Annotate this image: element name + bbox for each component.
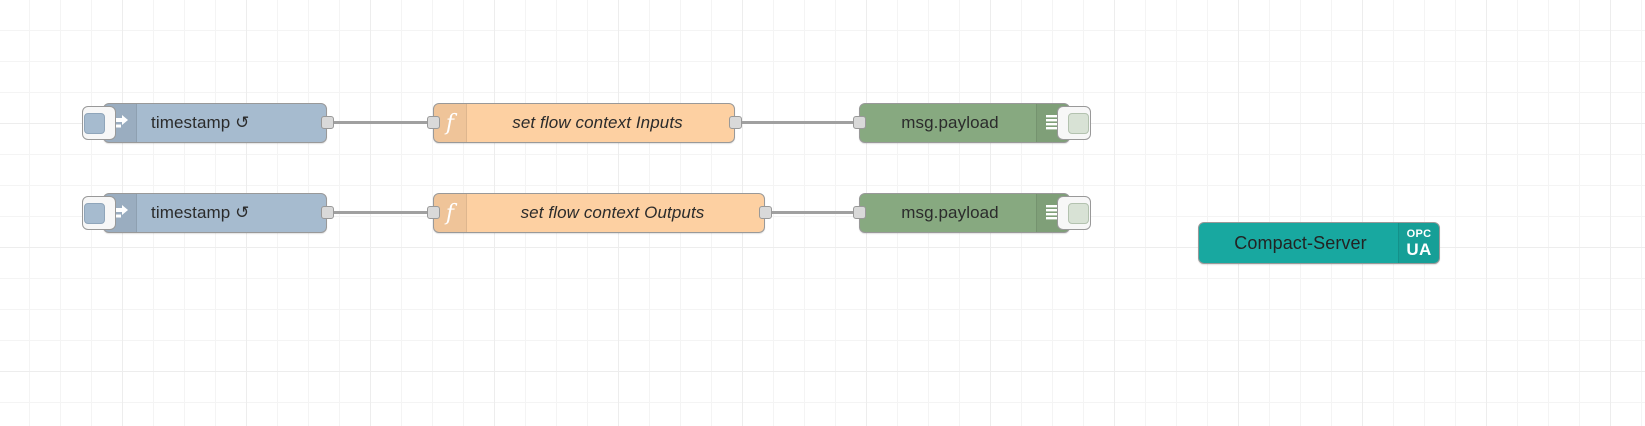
function-output-port-inputs[interactable] [729,116,742,129]
debug-input-port-inputs[interactable] [853,116,866,129]
inject-node-label: timestamp ↺ [151,203,250,222]
debug-toggle-button[interactable] [1057,106,1091,140]
debug-node-outputs[interactable]: msg.payload [859,193,1091,233]
function-node-outputs[interactable]: f set flow context Outputs [433,193,765,233]
opcua-badge-bottom: UA [1406,239,1432,259]
function-input-port-outputs[interactable] [427,206,440,219]
inject-node-label: timestamp ↺ [151,113,250,132]
debug-node-label: msg.payload [901,113,999,132]
wire-function-to-debug-inputs[interactable] [737,121,857,124]
debug-button-knob [1068,202,1089,224]
inject-node-inputs[interactable]: timestamp ↺ [82,103,327,143]
debug-node-label: msg.payload [901,203,999,222]
inject-trigger-button[interactable] [82,196,116,230]
opcua-server-node[interactable]: Compact-Server OPC UA [1198,222,1440,264]
svg-text:f: f [444,111,458,136]
inject-output-port-inputs[interactable] [321,116,334,129]
debug-button-knob [1068,112,1089,134]
function-output-port-outputs[interactable] [759,206,772,219]
inject-button-knob [84,202,105,224]
opcua-node-label: Compact-Server [1234,232,1367,253]
function-input-port-inputs[interactable] [427,116,440,129]
wire-function-to-debug-outputs[interactable] [767,211,857,214]
opcua-badge-icon: OPC UA [1398,223,1439,263]
opcua-badge-top: OPC [1406,227,1432,240]
inject-trigger-button[interactable] [82,106,116,140]
inject-button-knob [84,112,105,134]
inject-node-outputs[interactable]: timestamp ↺ [82,193,327,233]
function-node-inputs[interactable]: f set flow context Inputs [433,103,735,143]
wire-inject-to-function-inputs[interactable] [330,121,436,124]
function-node-label: set flow context Outputs [520,203,705,222]
wire-inject-to-function-outputs[interactable] [330,211,436,214]
debug-toggle-button[interactable] [1057,196,1091,230]
debug-input-port-outputs[interactable] [853,206,866,219]
inject-output-port-outputs[interactable] [321,206,334,219]
debug-node-inputs[interactable]: msg.payload [859,103,1091,143]
function-node-label: set flow context Inputs [512,113,683,132]
svg-text:f: f [444,201,458,226]
